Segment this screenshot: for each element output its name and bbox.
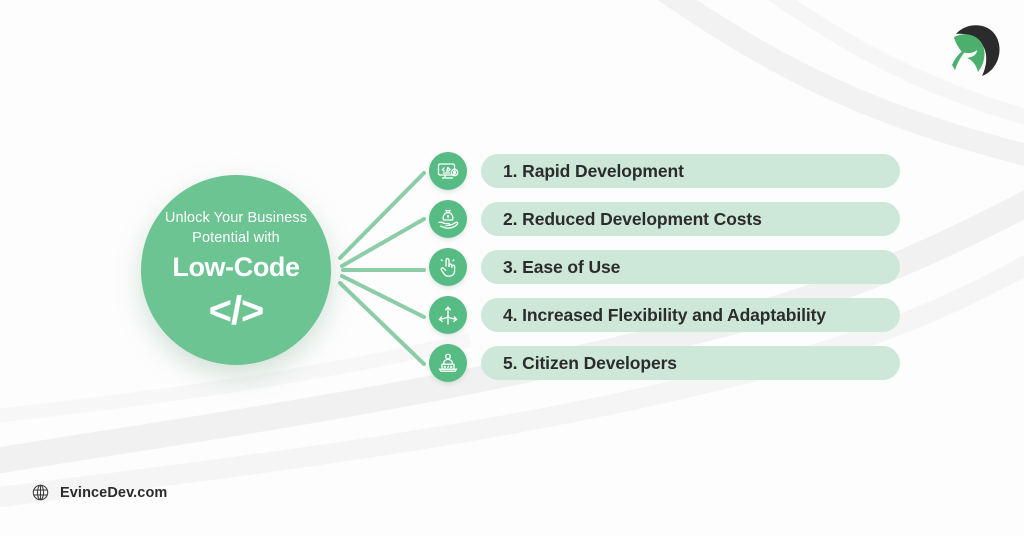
code-brackets-icon: </> xyxy=(208,289,265,333)
benefit-label: 4. Increased Flexibility and Adaptabilit… xyxy=(503,304,826,325)
list-item[interactable]: 1. Rapid Development xyxy=(429,152,900,190)
evincedev-logo xyxy=(952,25,1000,76)
benefit-label: 2. Reduced Development Costs xyxy=(503,208,762,229)
hub-circle: Unlock Your Business Potential with Low-… xyxy=(141,175,331,365)
benefit-label: 3. Ease of Use xyxy=(503,256,621,277)
benefit-pill: 5. Citizen Developers xyxy=(481,346,900,380)
list-item[interactable]: 2. Reduced Development Costs xyxy=(429,200,900,238)
benefit-label: 1. Rapid Development xyxy=(503,160,684,181)
monitor-code-gear-icon xyxy=(429,152,467,190)
footer-website-label: EvinceDev.com xyxy=(60,484,168,501)
connector-line-4 xyxy=(340,274,426,319)
pointing-hand-icon xyxy=(429,248,467,286)
connector-line-5 xyxy=(338,281,426,366)
connector-line-1 xyxy=(338,171,426,260)
benefits-list: 1. Rapid Development 2. Reduced Developm… xyxy=(429,152,900,382)
footer: EvinceDev.com xyxy=(31,483,167,502)
hub-kicker-text: Unlock Your Business Potential with xyxy=(164,210,308,246)
connector-line-2 xyxy=(340,217,426,268)
list-item[interactable]: 5. Citizen Developers xyxy=(429,344,900,382)
benefit-pill: 1. Rapid Development xyxy=(481,154,900,188)
benefit-pill: 2. Reduced Development Costs xyxy=(481,202,900,236)
hand-money-bag-icon xyxy=(429,200,467,238)
list-item[interactable]: 4. Increased Flexibility and Adaptabilit… xyxy=(429,296,900,334)
list-item[interactable]: 3. Ease of Use xyxy=(429,248,900,286)
benefit-pill: 3. Ease of Use xyxy=(481,250,900,284)
branching-arrows-icon xyxy=(429,296,467,334)
person-laptop-icon xyxy=(429,344,467,382)
benefit-pill: 4. Increased Flexibility and Adaptabilit… xyxy=(481,298,900,332)
benefit-label: 5. Citizen Developers xyxy=(503,352,677,373)
hub-title-text: Low-Code xyxy=(172,252,300,282)
globe-icon xyxy=(32,484,49,501)
